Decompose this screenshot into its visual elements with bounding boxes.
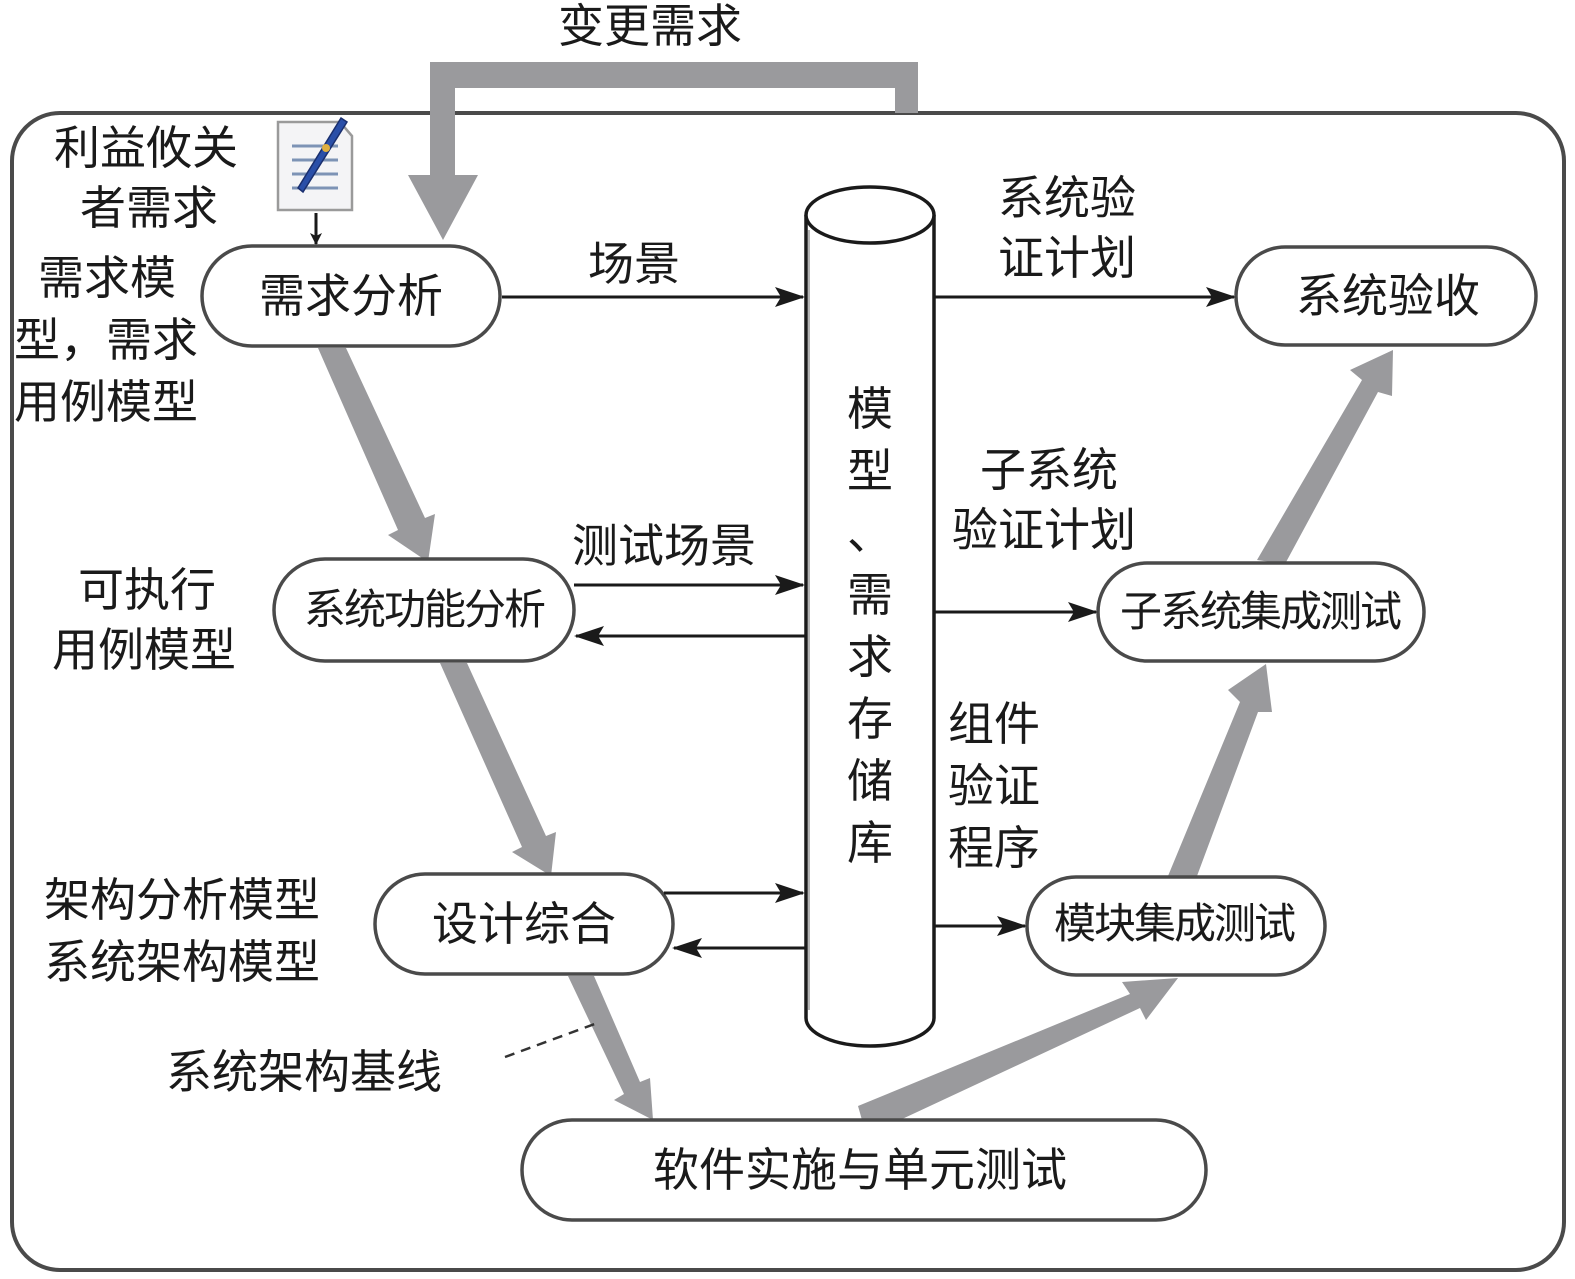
repository-label-char: 储 — [847, 754, 893, 808]
repository-label: 模 型 、 需 求 存 储 库 — [840, 378, 900, 874]
system-verification-plan-label-line2: 证计划 — [998, 231, 1136, 285]
requirements-models-label-line3: 用例模型 — [14, 375, 198, 429]
repository-cylinder — [804, 185, 936, 1048]
node-shapes — [200, 244, 1538, 1222]
system-boundary-frame — [10, 111, 1566, 1272]
repository-label-char: 库 — [847, 816, 893, 870]
test-scenario-label: 测试场景 — [572, 519, 756, 573]
flow-arrow-func-to-design — [440, 663, 556, 876]
repository-label-char: 型 — [847, 444, 893, 498]
document-pen-icon — [276, 116, 354, 212]
component-verification-label-line2: 验证 — [948, 759, 1040, 813]
component-verification-label-line3: 程序 — [948, 821, 1040, 875]
node-software-implementation: 软件实施与单元测试 — [653, 1143, 1067, 1197]
flow-arrow-module-to-subsystem — [1168, 664, 1272, 876]
flow-arrows — [318, 348, 1393, 1120]
node-system-function-analysis: 系统功能分析 — [303, 585, 546, 634]
repository-label-char: 存 — [847, 692, 893, 746]
node-shape-module-integration-test — [1025, 875, 1327, 977]
requirements-models-label-line1: 需求模 — [38, 251, 176, 305]
node-shape-requirements-analysis — [200, 244, 502, 348]
system-verification-plan-label-line1: 系统验 — [998, 171, 1136, 225]
node-module-integration-test: 模块集成测试 — [1053, 899, 1296, 948]
repository-label-char: 模 — [847, 382, 893, 436]
change-request-arrow — [408, 62, 918, 240]
node-shape-subsystem-integration-test — [1096, 561, 1426, 663]
node-shape-system-acceptance — [1234, 245, 1538, 347]
flow-arrow-req-to-func — [318, 348, 435, 562]
architecture-models-label-line2: 系统架构模型 — [44, 935, 320, 989]
flow-arrow-design-to-impl — [568, 976, 653, 1120]
executable-use-case-label-line2: 用例模型 — [52, 623, 236, 677]
scenario-label: 场景 — [588, 237, 680, 291]
node-shape-software-implementation — [520, 1118, 1208, 1222]
node-subsystem-integration-test: 子系统集成测试 — [1119, 587, 1402, 636]
subsystem-verification-plan-label-line1: 子系统 — [980, 443, 1118, 497]
stakeholder-needs-label-line1: 利益攸关 — [54, 121, 238, 175]
repository-label-char: 需 — [847, 568, 893, 622]
node-design-synthesis: 设计综合 — [432, 897, 616, 951]
architecture-models-label-line1: 架构分析模型 — [44, 873, 320, 927]
subsystem-verification-plan-label-line2: 验证计划 — [952, 503, 1136, 557]
flow-arrow-impl-to-module — [858, 978, 1178, 1120]
repository-label-char: 求 — [847, 630, 893, 684]
baseline-leader-line — [504, 1020, 601, 1059]
node-shape-design-synthesis — [373, 872, 675, 976]
node-shape-system-function-analysis — [272, 557, 576, 663]
repository-label-char: 、 — [847, 506, 893, 560]
connector-arrows — [310, 213, 1236, 958]
component-verification-label-line1: 组件 — [948, 697, 1040, 751]
change-request-label: 变更需求 — [558, 0, 742, 53]
flow-arrow-subsystem-to-acceptance — [1257, 350, 1393, 564]
executable-use-case-label-line1: 可执行 — [78, 563, 216, 617]
node-requirements-analysis: 需求分析 — [259, 269, 443, 323]
stakeholder-needs-label-line2: 者需求 — [80, 181, 218, 235]
architecture-baseline-label: 系统架构基线 — [166, 1045, 442, 1099]
node-system-acceptance: 系统验收 — [1296, 269, 1480, 323]
requirements-models-label-line2: 型，需求 — [14, 313, 198, 367]
